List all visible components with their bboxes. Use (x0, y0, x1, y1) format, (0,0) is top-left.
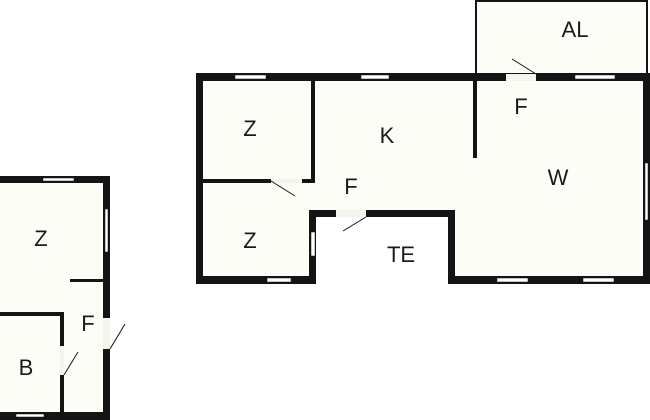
room-label-te: TE (387, 242, 415, 267)
room-label-f2: F (514, 94, 527, 119)
room-label-f1: F (344, 174, 357, 199)
room-label-z1: Z (243, 116, 256, 141)
doors-side (60, 318, 126, 376)
windows-side (15, 177, 109, 418)
room-label-z2: Z (243, 228, 256, 253)
terrace-area (316, 214, 450, 284)
room-label-z3: Z (34, 226, 47, 251)
room-label-w: W (548, 165, 569, 190)
doors-main (270, 58, 537, 232)
room-label-al: AL (562, 17, 589, 42)
room-label-f3: F (81, 311, 94, 336)
room-label-b: B (19, 355, 34, 380)
room-label-k: K (380, 123, 395, 148)
balcony-walls (475, 0, 648, 76)
windows-main (234, 74, 649, 283)
